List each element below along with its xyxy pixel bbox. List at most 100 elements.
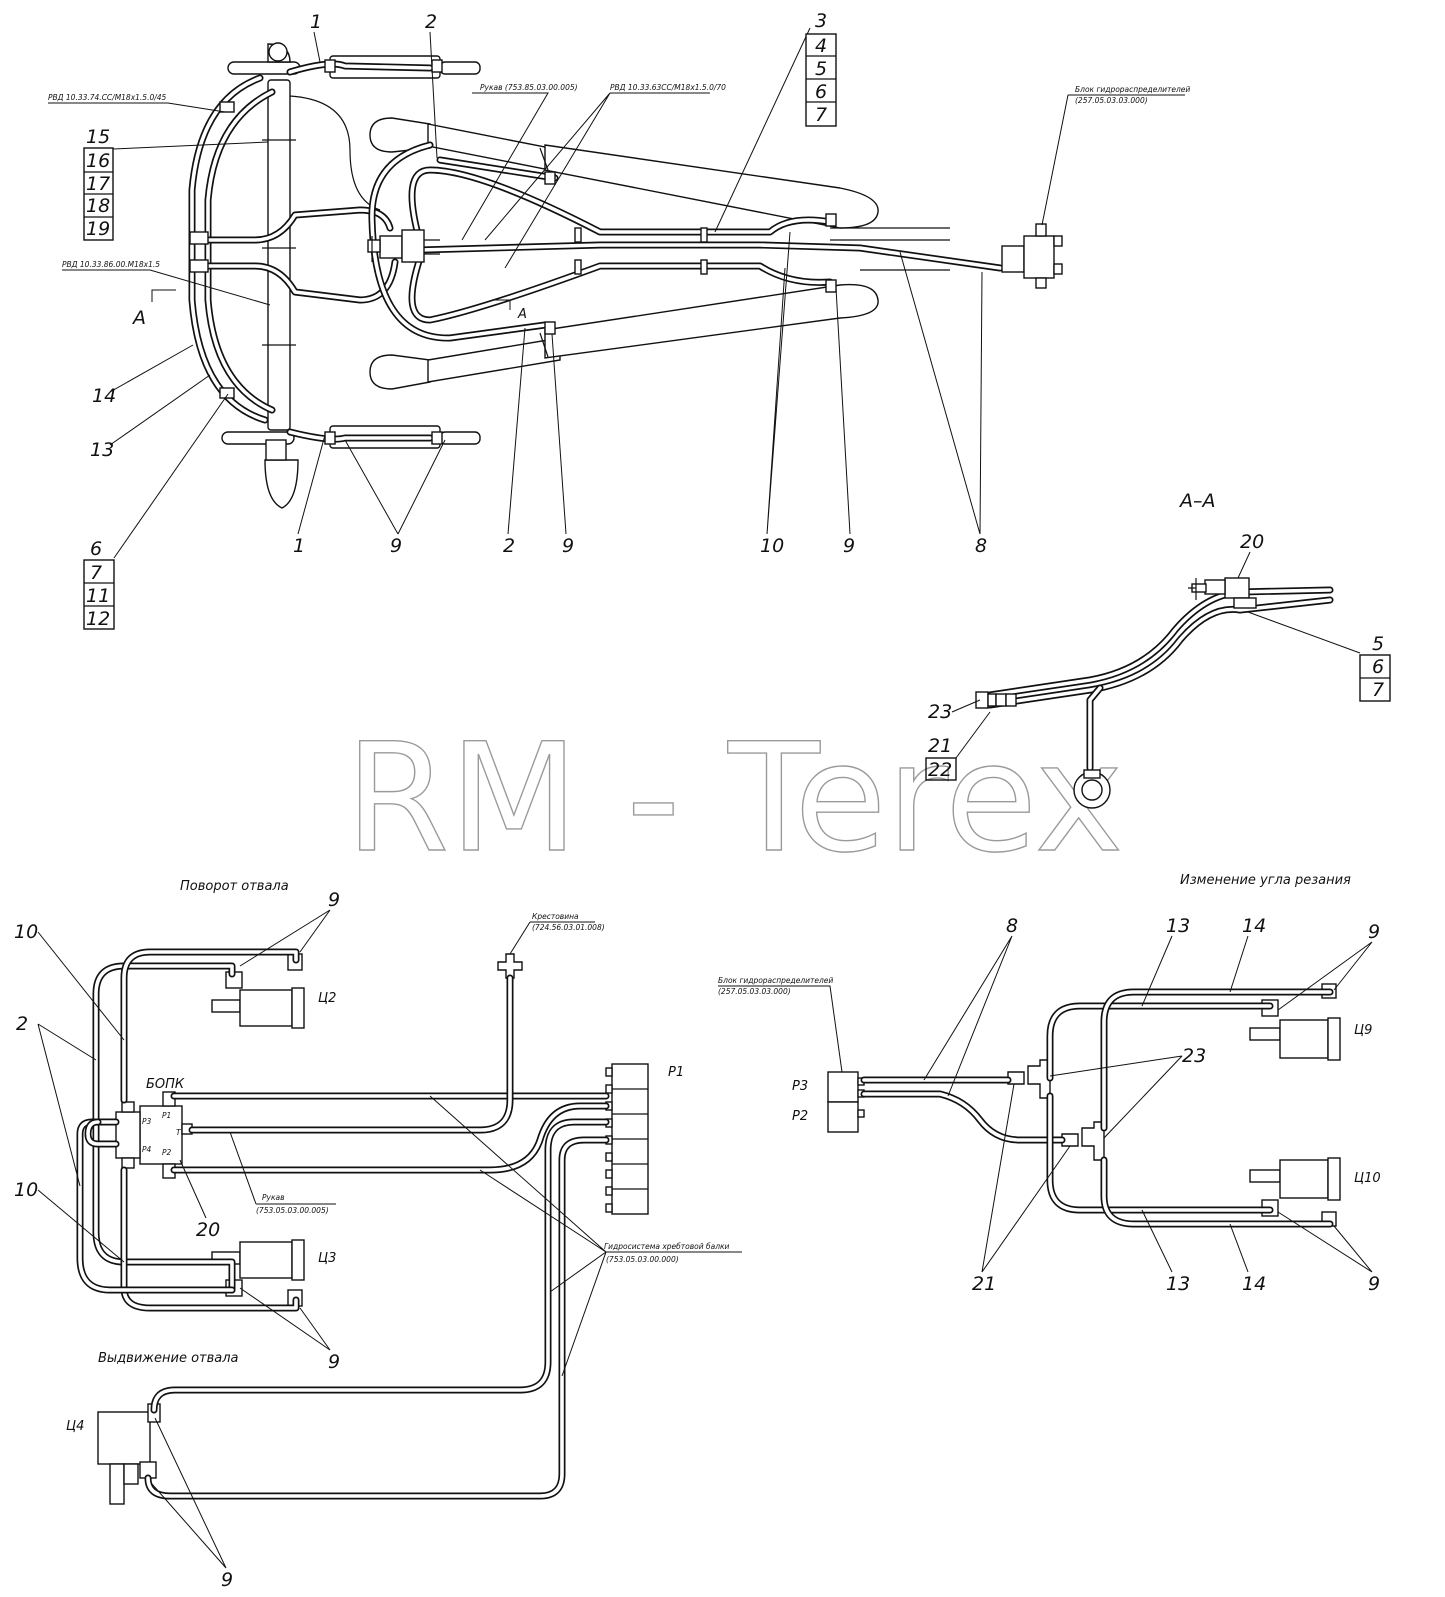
table-3-row-2: 5	[815, 58, 827, 80]
callout-23-a-a: 23	[928, 701, 952, 723]
callout-13: 13	[90, 439, 114, 461]
label-p2-right: Р2	[792, 1109, 808, 1124]
caption-povorot: Поворот отвала	[180, 879, 289, 894]
note-rvd-63: РВД 10.33.63СС/М18х1.5.0/70	[610, 83, 726, 92]
callout-2-top: 2	[425, 11, 437, 33]
note-blok-right-code: (257.05.03.03.000)	[718, 987, 791, 996]
callout-10-b: 10	[14, 921, 38, 943]
cylinder-c9: Ц9	[1249, 983, 1372, 1061]
callout-20-b: 20	[196, 1219, 220, 1241]
note-rvd-74: РВД 10.33.74.СС/М18х1.5.0/45	[48, 93, 167, 102]
callout-14: 14	[92, 385, 116, 407]
top-assembly-view: А А	[131, 42, 1063, 509]
callout-10-a: 10	[760, 535, 784, 557]
table-3-7: 3 4 5 6 7	[714, 10, 837, 233]
note-rvd-86: РВД 10.33.86.00.М18х1.5	[62, 260, 160, 269]
section-title: А–А	[1178, 490, 1216, 512]
top-clamps	[189, 59, 837, 445]
port-p3: Р3	[142, 1117, 152, 1126]
note-gidrosistema: Гидросистема хребтовой балки	[604, 1242, 730, 1251]
label-c3: Ц3	[318, 1251, 336, 1266]
top-callouts: 1 2 14 13 1 9 2 9 10 9 8	[90, 11, 987, 557]
label-bopk: БОПК	[146, 1077, 185, 1092]
caption-vydvizhenie: Выдвижение отвала	[98, 1351, 239, 1366]
distributor-p1: Р1	[605, 1063, 684, 1215]
callout-9-g: 9	[1368, 921, 1380, 943]
table-6-row-1: 7	[90, 562, 102, 584]
frame-column	[262, 79, 381, 431]
callout-9-h: 9	[1368, 1273, 1380, 1295]
table-6-12: 6 7 11 12	[83, 393, 229, 630]
table-6-row-0: 6	[90, 538, 102, 560]
table-3-row-1: 4	[815, 35, 827, 57]
label-c4: Ц4	[66, 1419, 84, 1434]
note-blok-top: Блок гидрораспределителей	[1075, 85, 1190, 94]
caption-izmenenie: Изменение угла резания	[1180, 873, 1351, 888]
port-p2: Р2	[162, 1148, 172, 1157]
callout-1-top: 1	[310, 11, 322, 33]
section-a-a-view: А–А 20 23 5 6 7	[925, 490, 1391, 809]
callout-14-b: 14	[1242, 1273, 1266, 1295]
callout-2-c: 2	[16, 1013, 28, 1035]
label-c9: Ц9	[1354, 1023, 1372, 1038]
callout-13-a: 13	[1166, 915, 1190, 937]
callout-2-bottom: 2	[503, 535, 515, 557]
cylinder-c10: Ц10	[1249, 1157, 1381, 1227]
callout-9-c: 9	[843, 535, 855, 557]
label-p1: Р1	[668, 1065, 684, 1080]
label-c10: Ц10	[1354, 1171, 1381, 1186]
callout-8-a: 8	[975, 535, 987, 557]
distributor-block-right: Р3 Р2	[792, 1071, 865, 1133]
table-21-row-0: 21	[928, 735, 952, 757]
callout-1-bottom: 1	[293, 535, 305, 557]
section-cut-label-left: А	[131, 307, 146, 329]
callout-9-e: 9	[328, 1351, 340, 1373]
bopk-valve-top	[367, 229, 440, 263]
note-blok-top-code: (257.05.03.03.000)	[1075, 96, 1148, 105]
table-15-row-3: 18	[86, 195, 110, 217]
table-5-row-2: 7	[1372, 679, 1384, 701]
blade-rotation-schematic: Поворот отвала Выдвижение отвала Ц2 Ц3	[14, 879, 742, 1591]
section-cut-label-right: А	[517, 307, 527, 322]
table-15-row-0: 15	[86, 126, 110, 148]
callout-14-a: 14	[1242, 915, 1266, 937]
tee-fittings	[1007, 1059, 1105, 1161]
table-5-row-1: 6	[1372, 656, 1384, 678]
table-3-row-4: 7	[815, 104, 827, 126]
fitting-23-a-a	[975, 691, 1017, 709]
lower-blade-cylinder	[369, 283, 879, 390]
table-15-row-1: 16	[86, 150, 110, 172]
bopk-block: БОПК Р3 Р1 Т Р4 Р2	[115, 1077, 193, 1179]
callout-9-a: 9	[390, 535, 402, 557]
distributor-block-top	[1001, 223, 1063, 289]
note-blok-right: Блок гидрораспределителей	[718, 976, 833, 985]
cross-fitting	[497, 953, 523, 979]
note-rukav-top: Рукав (753.85.03.00.005)	[480, 83, 578, 92]
valve-20-a-a	[1188, 577, 1257, 609]
top-notes: РВД 10.33.74.СС/М18х1.5.0/45 Рукав (753.…	[48, 83, 1190, 306]
upper-blade-cylinder	[369, 117, 879, 229]
port-t: Т	[176, 1128, 182, 1137]
watermark: RM - Terex	[345, 712, 1123, 886]
cylinder-c4: Ц4	[66, 1403, 161, 1505]
table-3-row-0: 3	[815, 10, 827, 32]
note-gidrosistema-code: (753.05.03.00.000)	[606, 1255, 679, 1264]
callout-9-b: 9	[562, 535, 574, 557]
callout-23-b: 23	[1182, 1045, 1206, 1067]
note-rukav-bottom: Рукав	[262, 1193, 285, 1202]
callout-9-d: 9	[328, 889, 340, 911]
label-p3-right: Р3	[792, 1079, 808, 1094]
note-krestovina: Крестовина	[532, 912, 579, 921]
table-6-row-2: 11	[86, 585, 110, 607]
port-p1: Р1	[162, 1111, 171, 1120]
note-rukav-bottom-code: (753.05.03.00.005)	[256, 1206, 329, 1215]
table-15-19: 15 16 17 18 19	[83, 126, 269, 241]
table-15-row-4: 19	[86, 218, 110, 240]
callout-13-b: 13	[1166, 1273, 1190, 1295]
table-3-row-3: 6	[815, 81, 827, 103]
table-6-row-3: 12	[86, 608, 110, 630]
rotation-hoses	[76, 948, 610, 1500]
cutting-angle-schematic: Изменение угла резания Р3 Р2 Блок гидрор…	[718, 873, 1381, 1295]
